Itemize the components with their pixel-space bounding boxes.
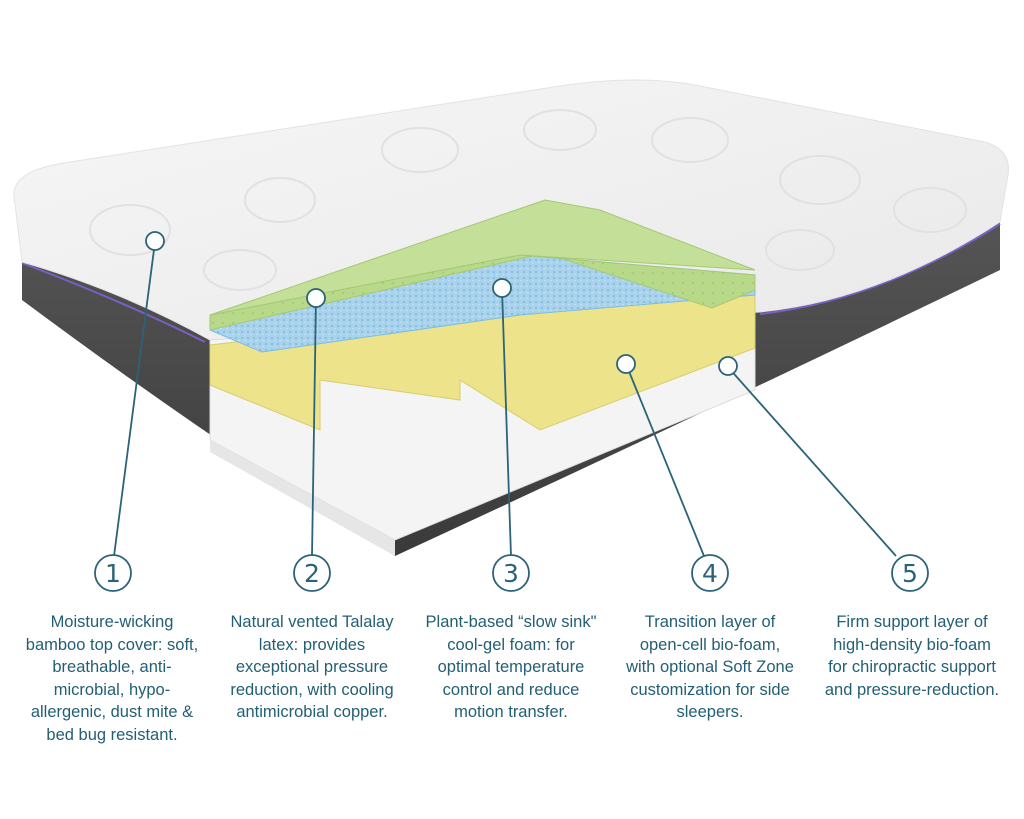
callout-number-5: 5 (902, 559, 918, 588)
callout-description-3: Plant-based “slow sink" cool-gel foam: f… (425, 613, 597, 721)
callout-circles (94, 554, 929, 592)
mattress-trim-right (759, 223, 1001, 315)
layer-latex (209, 252, 756, 331)
callout-anchors (145, 231, 738, 376)
layer-support-side (210, 440, 395, 556)
callout-description-4: Transition layer of open-cell bio-foam, … (626, 613, 794, 721)
callout-description-5: Firm support layer of high-density bio-f… (824, 613, 1000, 699)
anchor-dot-2 (306, 288, 326, 308)
layer-latex-top (209, 199, 756, 316)
callout-number-3: 3 (503, 559, 519, 588)
cover-pattern (89, 109, 967, 291)
callout-circle-1 (94, 554, 132, 592)
anchor-dot-5 (718, 356, 738, 376)
anchor-dot-1 (145, 231, 165, 251)
cover-top (13, 79, 1010, 341)
callout-circle-4 (691, 554, 729, 592)
mattress-trim (21, 262, 206, 343)
callout-number-2: 2 (304, 559, 320, 588)
callout-description-1: Moisture-wicking bamboo top cover: soft,… (25, 613, 199, 744)
callout-leaders (113, 241, 897, 557)
callout-number-4: 4 (702, 559, 718, 588)
callout-circle-2 (293, 554, 331, 592)
anchor-dot-3 (492, 278, 512, 298)
callout-number-1: 1 (105, 559, 121, 588)
callout-circle-5 (891, 554, 929, 592)
anchor-dot-4 (616, 354, 636, 374)
callout-circle-3 (492, 554, 530, 592)
callout-description-2: Natural vented Talalay latex: provides e… (230, 613, 394, 721)
